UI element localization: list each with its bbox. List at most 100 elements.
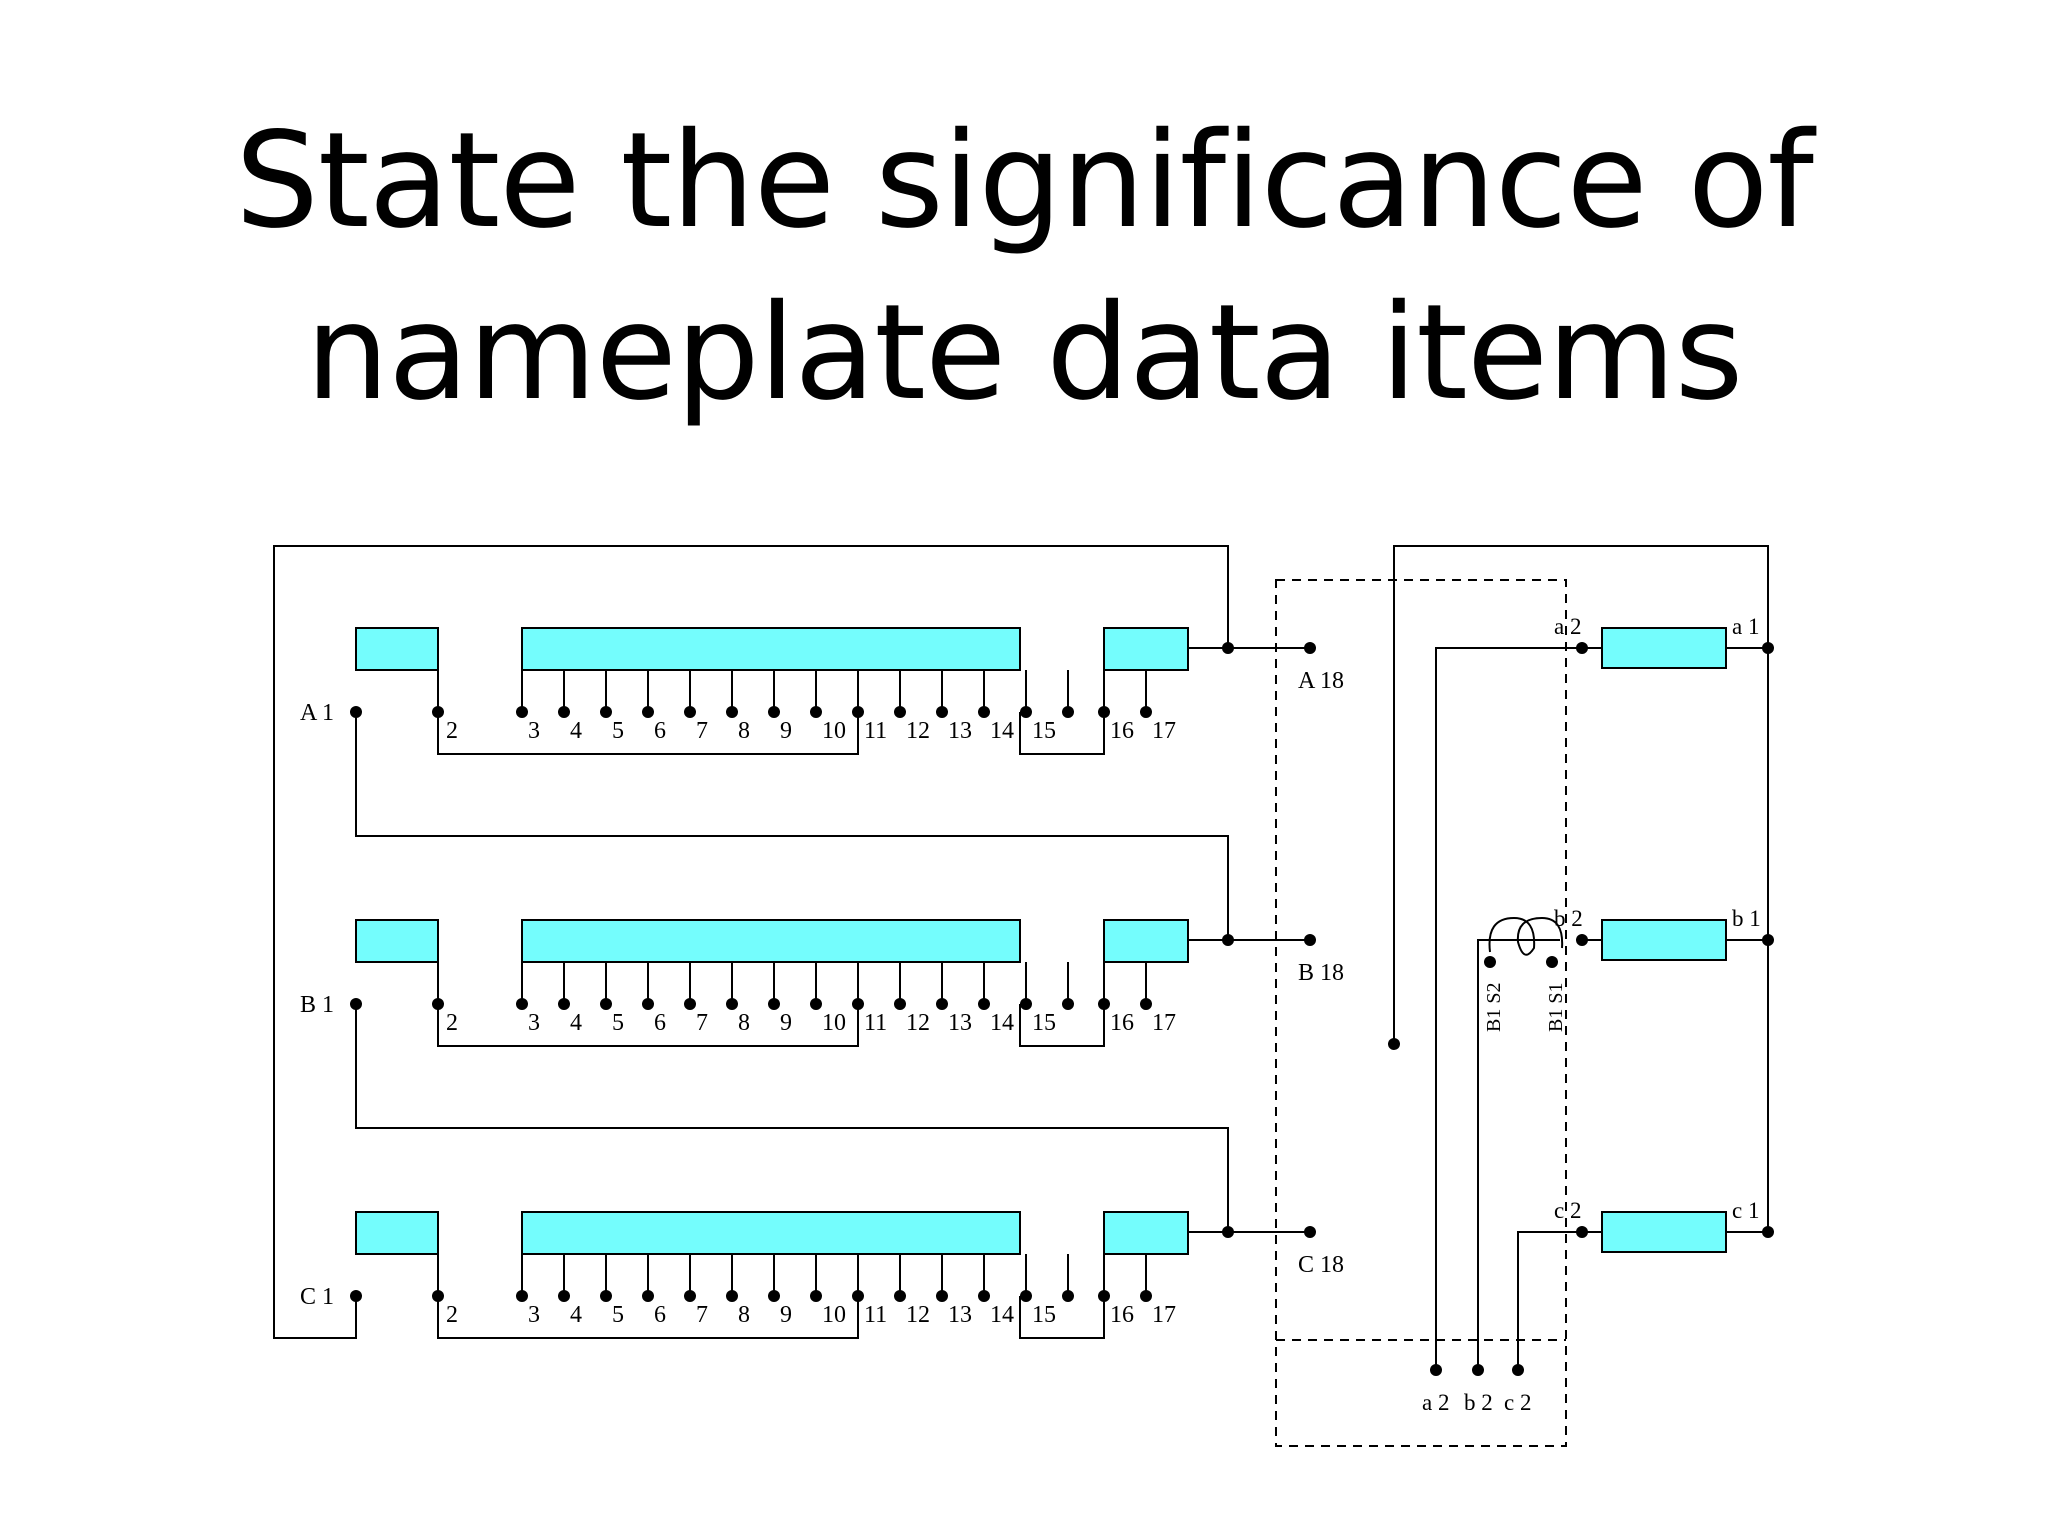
tap-dot	[726, 706, 738, 718]
tap-dot	[1098, 1290, 1110, 1302]
tap-dot	[1020, 706, 1032, 718]
tap-label: 11	[864, 1302, 887, 1328]
winding-box-taps	[521, 627, 1021, 671]
neutral-terminal-dot	[1388, 1038, 1400, 1050]
tap-label: 16	[1110, 1302, 1134, 1328]
tap-jumper-wire	[437, 712, 859, 755]
tap-dot	[768, 706, 780, 718]
secondary-top-label: b 2	[1554, 906, 1583, 931]
tap-label: 12	[906, 718, 930, 744]
title-line-1: State the significance of	[235, 104, 1814, 258]
tap-label: 3	[528, 1010, 540, 1036]
output-terminal-dot	[1304, 934, 1316, 946]
tap-label: 6	[654, 1010, 666, 1036]
tap-dot	[894, 1290, 906, 1302]
tap-dot	[852, 706, 864, 718]
tap-dot	[852, 1290, 864, 1302]
phase-start-label: A 1	[300, 700, 334, 726]
tap-dot	[936, 998, 948, 1010]
tap-dot	[894, 998, 906, 1010]
tap-dot	[432, 1290, 444, 1302]
tap-label: 12	[906, 1010, 930, 1036]
tap-label: 15	[1032, 718, 1056, 744]
bottom-terminal-label: c 2	[1504, 1390, 1531, 1415]
tap-label: 13	[948, 1010, 972, 1036]
phase-end-label: A 18	[1298, 668, 1344, 694]
tap-label: 3	[528, 718, 540, 744]
phase-start-label: C 1	[300, 1284, 334, 1310]
tap-dot	[1020, 1290, 1032, 1302]
tap-jumper-wire	[1019, 1004, 1105, 1047]
tap-dot	[1062, 706, 1074, 718]
tap-label: 8	[738, 1010, 750, 1036]
secondary-terminal-dot	[1576, 1226, 1588, 1238]
tap-label: 9	[780, 1010, 792, 1036]
tap-label: 8	[738, 718, 750, 744]
secondary-lead-wire	[1517, 1231, 1582, 1370]
tap-dot	[432, 998, 444, 1010]
ct-label: B1 S2	[1483, 983, 1505, 1032]
bottom-terminal-dot	[1472, 1364, 1484, 1376]
tap-dot	[642, 706, 654, 718]
tap-label: 7	[696, 1010, 708, 1036]
tap-jumper-wire	[437, 1296, 859, 1339]
winding-box-start	[355, 627, 439, 671]
phase-start-label: B 1	[300, 992, 334, 1018]
tap-dot	[936, 706, 948, 718]
secondary-winding-box	[1601, 627, 1727, 669]
tap-label: 14	[990, 1010, 1014, 1036]
tap-label: 5	[612, 1010, 624, 1036]
start-terminal-dot	[350, 1290, 362, 1302]
tap-label: 10	[822, 1010, 846, 1036]
tap-label: 4	[570, 1010, 582, 1036]
secondary-top-label: c 2	[1554, 1198, 1581, 1223]
tap-label: 17	[1152, 1302, 1176, 1328]
tap-label: 11	[864, 1010, 887, 1036]
tap-label: 5	[612, 718, 624, 744]
tap-label: 9	[780, 1302, 792, 1328]
tap-label: 4	[570, 1302, 582, 1328]
tap-dot	[978, 998, 990, 1010]
tap-dot	[516, 1290, 528, 1302]
tap-dot	[516, 998, 528, 1010]
secondary-right-label: b 1	[1732, 906, 1761, 931]
tap-dot	[684, 706, 696, 718]
tap-dot	[894, 706, 906, 718]
tap-label: 4	[570, 718, 582, 744]
terminal-box-outline	[1275, 579, 1567, 1447]
tap-label: 8	[738, 1302, 750, 1328]
tap-dot	[726, 1290, 738, 1302]
junction-dot	[1222, 934, 1234, 946]
ct-terminal-dot	[1484, 956, 1496, 968]
tap-label: 13	[948, 1302, 972, 1328]
tap-label: 13	[948, 718, 972, 744]
tap-dot	[600, 998, 612, 1010]
title-line-2: nameplate data items	[305, 276, 1744, 430]
bottom-terminal-label: b 2	[1464, 1390, 1493, 1415]
tap-dot	[558, 998, 570, 1010]
tap-dot	[516, 706, 528, 718]
tap-label: 7	[696, 1302, 708, 1328]
output-terminal-dot	[1304, 642, 1316, 654]
tap-jumper-wire	[1019, 712, 1105, 755]
winding-box-end	[1103, 627, 1189, 671]
tap-jumper-wire	[1019, 1296, 1105, 1339]
bottom-terminal-label: a 2	[1422, 1390, 1449, 1415]
ct-coil	[1488, 916, 1564, 956]
tap-dot	[1140, 998, 1152, 1010]
output-terminal-dot	[1304, 1226, 1316, 1238]
ct-label: B1 S1	[1545, 983, 1567, 1032]
secondary-terminal-dot	[1576, 642, 1588, 654]
secondary-terminal-dot	[1762, 1226, 1774, 1238]
tap-dot	[1098, 998, 1110, 1010]
slide-title: State the significance of nameplate data…	[0, 95, 2048, 439]
tap-dot	[810, 998, 822, 1010]
tap-dot	[768, 1290, 780, 1302]
bottom-terminal-dot	[1430, 1364, 1442, 1376]
tap-label: 6	[654, 718, 666, 744]
tap-label: 7	[696, 718, 708, 744]
tap-label: 17	[1152, 1010, 1176, 1036]
secondary-top-label: a 2	[1554, 614, 1581, 639]
tap-label: 10	[822, 718, 846, 744]
